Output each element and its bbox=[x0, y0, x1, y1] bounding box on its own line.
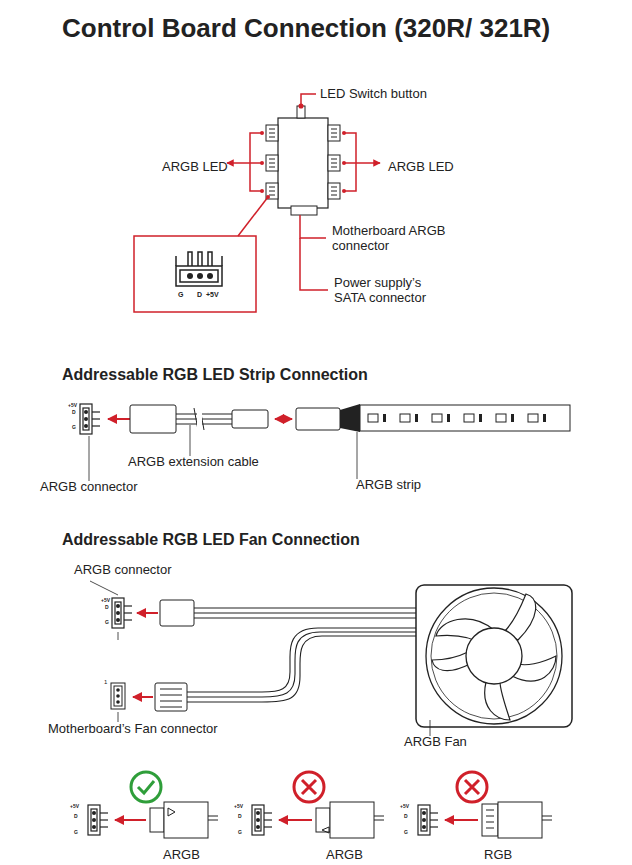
pin-number: 1 bbox=[104, 679, 107, 686]
pin-name: +5V bbox=[70, 804, 79, 810]
part-label: LED Switch button bbox=[320, 87, 427, 102]
part-label: ARGB LED bbox=[162, 160, 228, 175]
section-heading: Addressable RGB LED Strip Connection bbox=[62, 366, 368, 384]
pin-name: D bbox=[74, 814, 78, 820]
pin-name: G bbox=[404, 830, 408, 836]
part-label: ARGB connector bbox=[74, 563, 172, 578]
part-label: ARGB Fan bbox=[404, 735, 467, 750]
pin-name: D bbox=[72, 410, 76, 416]
pin-name: D bbox=[105, 605, 109, 611]
pin-name: +5V bbox=[234, 804, 243, 810]
part-label: ARGB LED bbox=[388, 160, 454, 175]
pin-name: +5V bbox=[400, 804, 409, 810]
pin-name: +5V bbox=[68, 403, 77, 409]
section-heading: Addressable RGB LED Fan Connection bbox=[62, 531, 360, 549]
part-label: Motherboard’s Fan connector bbox=[48, 722, 218, 737]
part-label: Motherboard ARGB connector bbox=[332, 224, 457, 254]
pin-name: +5V bbox=[206, 291, 219, 299]
pin-name: G bbox=[105, 620, 109, 626]
part-label: ARGB connector bbox=[40, 480, 138, 495]
part-label: Power supply’s SATA connector bbox=[334, 276, 444, 306]
pin-name: D bbox=[197, 291, 202, 299]
pin-name: G bbox=[178, 291, 183, 299]
part-label: ARGB extension cable bbox=[128, 455, 259, 470]
part-label: RGB bbox=[484, 848, 512, 863]
part-label: ARGB bbox=[326, 848, 363, 863]
page-title: Control Board Connection (320R/ 321R) bbox=[62, 14, 550, 44]
pin-name: G bbox=[238, 830, 242, 836]
pin-name: G bbox=[74, 830, 78, 836]
part-label: ARGB strip bbox=[356, 478, 421, 493]
pin-name: D bbox=[404, 814, 408, 820]
pin-name: G bbox=[72, 425, 76, 431]
pin-name: D bbox=[238, 814, 242, 820]
pin-name: +5V bbox=[101, 598, 110, 604]
part-label: ARGB bbox=[163, 848, 200, 863]
